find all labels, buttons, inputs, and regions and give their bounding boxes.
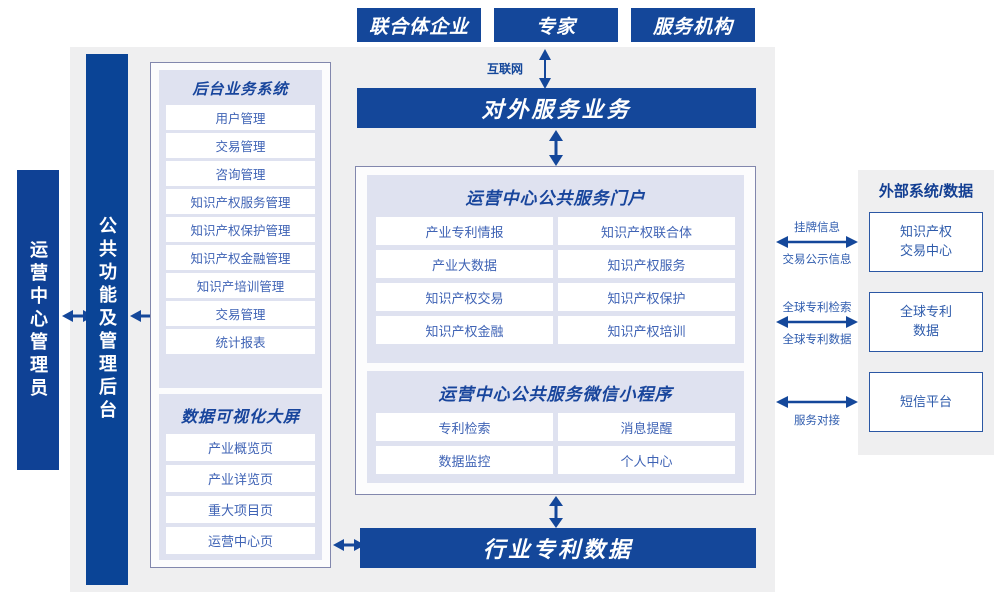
connector-label-global-patent-search: 全球专利检索 bbox=[782, 302, 852, 314]
external-box-line1: 全球专利 bbox=[899, 304, 952, 320]
actor-box-expert[interactable]: 专家 bbox=[494, 8, 618, 42]
external-box-global-patent-data[interactable]: 全球专利 数据 bbox=[869, 292, 983, 352]
connector-service-to-portal bbox=[536, 130, 576, 166]
connector-backend-to-industry-data bbox=[333, 534, 365, 556]
list-item[interactable]: 重大项目页 bbox=[166, 496, 315, 523]
list-item[interactable]: 知识产权保护 bbox=[558, 283, 735, 311]
common-function-admin-bar[interactable]: 公共功能及管理后台 bbox=[86, 54, 128, 585]
list-item[interactable]: 产业详览页 bbox=[166, 465, 315, 492]
portal-title: 运营中心公共服务门户 bbox=[465, 189, 646, 208]
list-item[interactable]: 知识产权金融管理 bbox=[166, 245, 315, 270]
list-item[interactable]: 知识产权联合体 bbox=[558, 217, 735, 245]
miniprogram-title: 运营中心公共服务微信小程序 bbox=[438, 385, 673, 404]
external-box-line1: 短信平台 bbox=[899, 393, 952, 409]
backend-system-item-list: 用户管理 交易管理 咨询管理 知识产权服务管理 知识产权保护管理 知识产权金融管… bbox=[159, 105, 322, 361]
list-item[interactable]: 产业概览页 bbox=[166, 434, 315, 461]
list-item[interactable]: 交易管理 bbox=[166, 133, 315, 158]
list-item[interactable]: 知识产权培训 bbox=[558, 316, 735, 344]
connector-label-service-docking: 服务对接 bbox=[794, 415, 840, 427]
list-item[interactable]: 知识产权服务 bbox=[558, 250, 735, 278]
backend-system-panel: 后台业务系统 用户管理 交易管理 咨询管理 知识产权服务管理 知识产权保护管理 … bbox=[159, 70, 322, 388]
external-systems-title: 外部系统/数据 bbox=[878, 183, 974, 200]
list-item[interactable]: 个人中心 bbox=[558, 446, 735, 474]
connector-external-1 bbox=[776, 232, 858, 252]
vertical-double-arrow-icon bbox=[549, 130, 563, 166]
list-item[interactable]: 用户管理 bbox=[166, 105, 315, 130]
actor-box-service-agency[interactable]: 服务机构 bbox=[631, 8, 755, 42]
list-item[interactable]: 统计报表 bbox=[166, 329, 315, 354]
miniprogram-item-grid: 专利检索 消息提醒 数据监控 个人中心 bbox=[367, 413, 744, 483]
horizontal-double-arrow-icon bbox=[776, 236, 858, 248]
list-item[interactable]: 专利检索 bbox=[376, 413, 553, 441]
horizontal-double-arrow-icon bbox=[776, 396, 858, 408]
external-box-line1: 知识产权 bbox=[899, 224, 952, 240]
connector-external-2 bbox=[776, 312, 858, 332]
horizontal-double-arrow-icon bbox=[776, 316, 858, 328]
list-item[interactable]: 消息提醒 bbox=[558, 413, 735, 441]
internet-connector bbox=[525, 49, 565, 89]
external-box-sms-platform[interactable]: 短信平台 bbox=[869, 372, 983, 432]
list-item[interactable]: 产业大数据 bbox=[376, 250, 553, 278]
list-item[interactable]: 知识产权服务管理 bbox=[166, 189, 315, 214]
list-item[interactable]: 知识产权保护管理 bbox=[166, 217, 315, 242]
list-item[interactable]: 产业专利情报 bbox=[376, 217, 553, 245]
industry-patent-data-banner[interactable]: 行业专利数据 bbox=[360, 528, 756, 568]
external-box-ip-trading-center[interactable]: 知识产权 交易中心 bbox=[869, 212, 983, 272]
visualization-item-list: 产业概览页 产业详览页 重大项目页 运营中心页 bbox=[159, 434, 322, 561]
visualization-panel: 数据可视化大屏 产业概览页 产业详览页 重大项目页 运营中心页 bbox=[159, 394, 322, 560]
list-item[interactable]: 咨询管理 bbox=[166, 161, 315, 186]
list-item[interactable]: 交易管理 bbox=[166, 301, 315, 326]
miniprogram-panel: 运营中心公共服务微信小程序 专利检索 消息提醒 数据监控 个人中心 bbox=[367, 371, 744, 483]
list-item[interactable]: 知识产培训管理 bbox=[166, 273, 315, 298]
connector-portal-to-industry-data bbox=[536, 496, 576, 528]
portal-panel: 运营中心公共服务门户 产业专利情报 知识产权联合体 产业大数据 知识产权服务 知… bbox=[367, 175, 744, 363]
connector-label-trade-disclosure: 交易公示信息 bbox=[782, 254, 852, 266]
connector-label-listing-info: 挂牌信息 bbox=[794, 222, 840, 234]
list-item[interactable]: 数据监控 bbox=[376, 446, 553, 474]
horizontal-double-arrow-icon bbox=[333, 539, 365, 551]
internet-label: 互联网 bbox=[487, 62, 524, 76]
list-item[interactable]: 运营中心页 bbox=[166, 527, 315, 554]
vertical-double-arrow-icon bbox=[549, 496, 563, 528]
actor-box-alliance-enterprise[interactable]: 联合体企业 bbox=[357, 8, 481, 42]
visualization-title: 数据可视化大屏 bbox=[180, 409, 300, 426]
external-service-banner[interactable]: 对外服务业务 bbox=[357, 88, 756, 128]
connector-external-3 bbox=[776, 392, 858, 412]
list-item[interactable]: 知识产权交易 bbox=[376, 283, 553, 311]
portal-item-grid: 产业专利情报 知识产权联合体 产业大数据 知识产权服务 知识产权交易 知识产权保… bbox=[367, 217, 744, 353]
list-item[interactable]: 知识产权金融 bbox=[376, 316, 553, 344]
connector-label-global-patent-data: 全球专利数据 bbox=[782, 334, 852, 346]
external-box-line2: 数据 bbox=[912, 323, 939, 338]
external-box-line2: 交易中心 bbox=[899, 243, 952, 258]
backend-system-title: 后台业务系统 bbox=[192, 81, 289, 98]
operation-center-admin-bar[interactable]: 运营中心管理员 bbox=[17, 170, 59, 470]
internet-arrow-icon bbox=[539, 49, 551, 89]
